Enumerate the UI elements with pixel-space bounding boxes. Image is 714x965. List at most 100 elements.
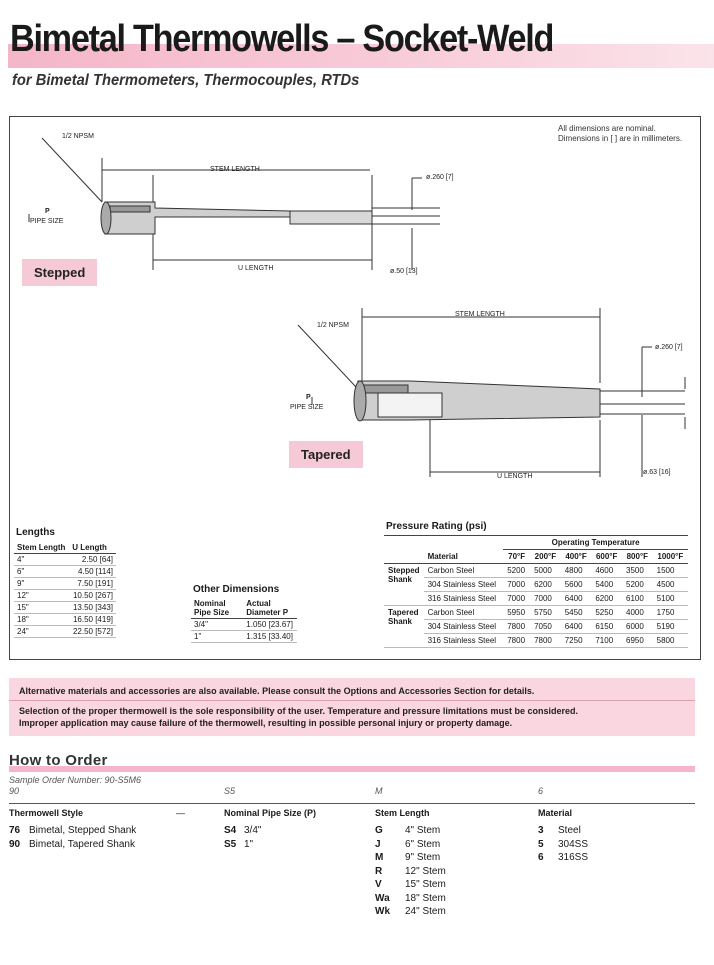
col-header-pipe-size: Nominal Pipe Size (P) <box>224 808 317 818</box>
pressure-value-cell: 5950 <box>507 608 526 617</box>
warning-line-3: Improper application may cause failure o… <box>19 718 513 728</box>
lengths-row: 4"2.50 [64] <box>14 553 116 566</box>
lengths-row: 24"22.50 [572] <box>14 625 116 638</box>
other-dim-header: Nominal Pipe Size <box>191 598 244 619</box>
note-line: Dimensions in [ ] are in millimeters. <box>558 134 683 143</box>
lengths-row: 18"16.50 [419] <box>14 613 116 626</box>
tapered-drawing <box>297 308 686 477</box>
other-dim-header: Actual Diameter P <box>243 598 297 619</box>
pressure-value-cell: 6000 <box>626 622 644 631</box>
option-label: 18" Stem <box>405 892 446 904</box>
shank-group-label: Tapered Shank <box>388 608 419 626</box>
stem-length-cell: 9" <box>14 577 70 590</box>
option-label: 9" Stem <box>405 852 441 863</box>
sample-code-stem: M <box>375 786 383 796</box>
material-cell: 304 Stainless Steel <box>427 580 497 589</box>
option-code: V <box>375 879 382 890</box>
pressure-value-cell: 7100 <box>595 636 614 645</box>
sample-code-style: 90 <box>9 786 20 796</box>
warning-panel: Alternative materials and accessories ar… <box>9 678 695 736</box>
pressure-value-cell: 6200 <box>595 594 614 603</box>
option-code: 90 <box>9 838 21 850</box>
dimension-note: All dimensions are nominal. Dimensions i… <box>558 124 682 144</box>
pressure-value-cell: 4600 <box>595 566 614 575</box>
drawing-panel <box>9 116 701 660</box>
pressure-value-cell: 7000 <box>507 594 526 603</box>
pressure-value-cell: 4500 <box>656 580 675 589</box>
option-code: S5 <box>224 838 237 850</box>
how-to-order-title: How to Order <box>9 752 108 769</box>
sample-order-number: Sample Order Number: 90-S5M6 <box>9 775 142 785</box>
pressure-value-cell: 1500 <box>656 566 675 575</box>
col-header-material: Material <box>538 808 573 818</box>
operating-temperature-header: Operating Temperature <box>503 535 688 550</box>
stepped-p-label: P <box>45 208 50 215</box>
order-band <box>9 766 695 772</box>
option-code: R <box>375 865 383 877</box>
option-label: 4" Stem <box>405 825 441 836</box>
stepped-tag: Stepped <box>22 259 98 286</box>
stepped-npsm-label: 1/2 NPSM <box>62 133 94 140</box>
lengths-row: 15"13.50 [343] <box>14 601 116 614</box>
pressure-value-cell: 5200 <box>507 566 526 575</box>
pressure-value-cell: 4800 <box>564 566 583 575</box>
option-code: M <box>375 852 384 863</box>
order-option: V 15" Stem <box>375 878 446 892</box>
pressure-value-cell: 7800 <box>534 636 552 645</box>
option-label: 6" Stem <box>405 838 441 850</box>
sample-code-material: 6 <box>538 786 544 796</box>
tapered-npsm-label: 1/2 NPSM <box>317 322 349 329</box>
pressure-value-cell: 1750 <box>656 608 675 617</box>
stepped-diameter-outer: ø.50 [13] <box>390 268 418 275</box>
temperature-header: 800°F <box>626 552 649 561</box>
temperature-header: 200°F <box>534 552 557 561</box>
col-header-stem-length: Stem Length <box>375 808 430 818</box>
pipe-size-cell: 1" <box>191 630 244 643</box>
warning-line-2: Selection of the proper thermowell is th… <box>19 706 578 716</box>
temperature-header: 1000°F <box>657 552 684 561</box>
pressure-value-cell: 5400 <box>595 580 614 589</box>
other-dim-row: 1"1.315 [33.40] <box>191 630 297 643</box>
option-code: Wk <box>375 906 390 917</box>
pressure-value-cell: 6100 <box>626 594 644 603</box>
tapered-u-length-label: U LENGTH <box>497 473 533 480</box>
option-label: 12" Stem <box>405 865 446 877</box>
stem-length-cell: 4" <box>14 553 70 566</box>
other-dim-row: 3/4"1.050 [23.67] <box>191 618 297 631</box>
pressure-value-cell: 7050 <box>534 622 552 631</box>
tapered-pipe-size-label: PIPE SIZE <box>290 404 324 411</box>
tapered-diameter-inner: ø.260 [7] <box>655 344 683 351</box>
pressure-value-cell: 5000 <box>534 566 552 575</box>
u-length-cell: 16.50 [419] <box>69 613 116 626</box>
option-label: 15" Stem <box>405 879 446 890</box>
lengths-header: U Length <box>69 542 116 554</box>
pressure-value-cell: 7000 <box>534 594 552 603</box>
temperature-header: 600°F <box>595 552 618 561</box>
pressure-value-cell: 7000 <box>507 580 526 589</box>
pressure-value-cell: 6400 <box>564 622 583 631</box>
pressure-title: Pressure Rating (psi) <box>386 521 487 532</box>
pressure-value-cell: 6200 <box>534 580 552 589</box>
order-option: R 12" Stem <box>375 865 446 879</box>
option-code: S4 <box>224 825 237 836</box>
note-line: All dimensions are nominal. <box>558 124 656 133</box>
temperature-header: 400°F <box>565 552 587 561</box>
u-length-cell: 13.50 [343] <box>69 601 116 614</box>
pressure-value-cell: 7250 <box>564 636 583 645</box>
pressure-value-cell: 3500 <box>626 566 644 575</box>
